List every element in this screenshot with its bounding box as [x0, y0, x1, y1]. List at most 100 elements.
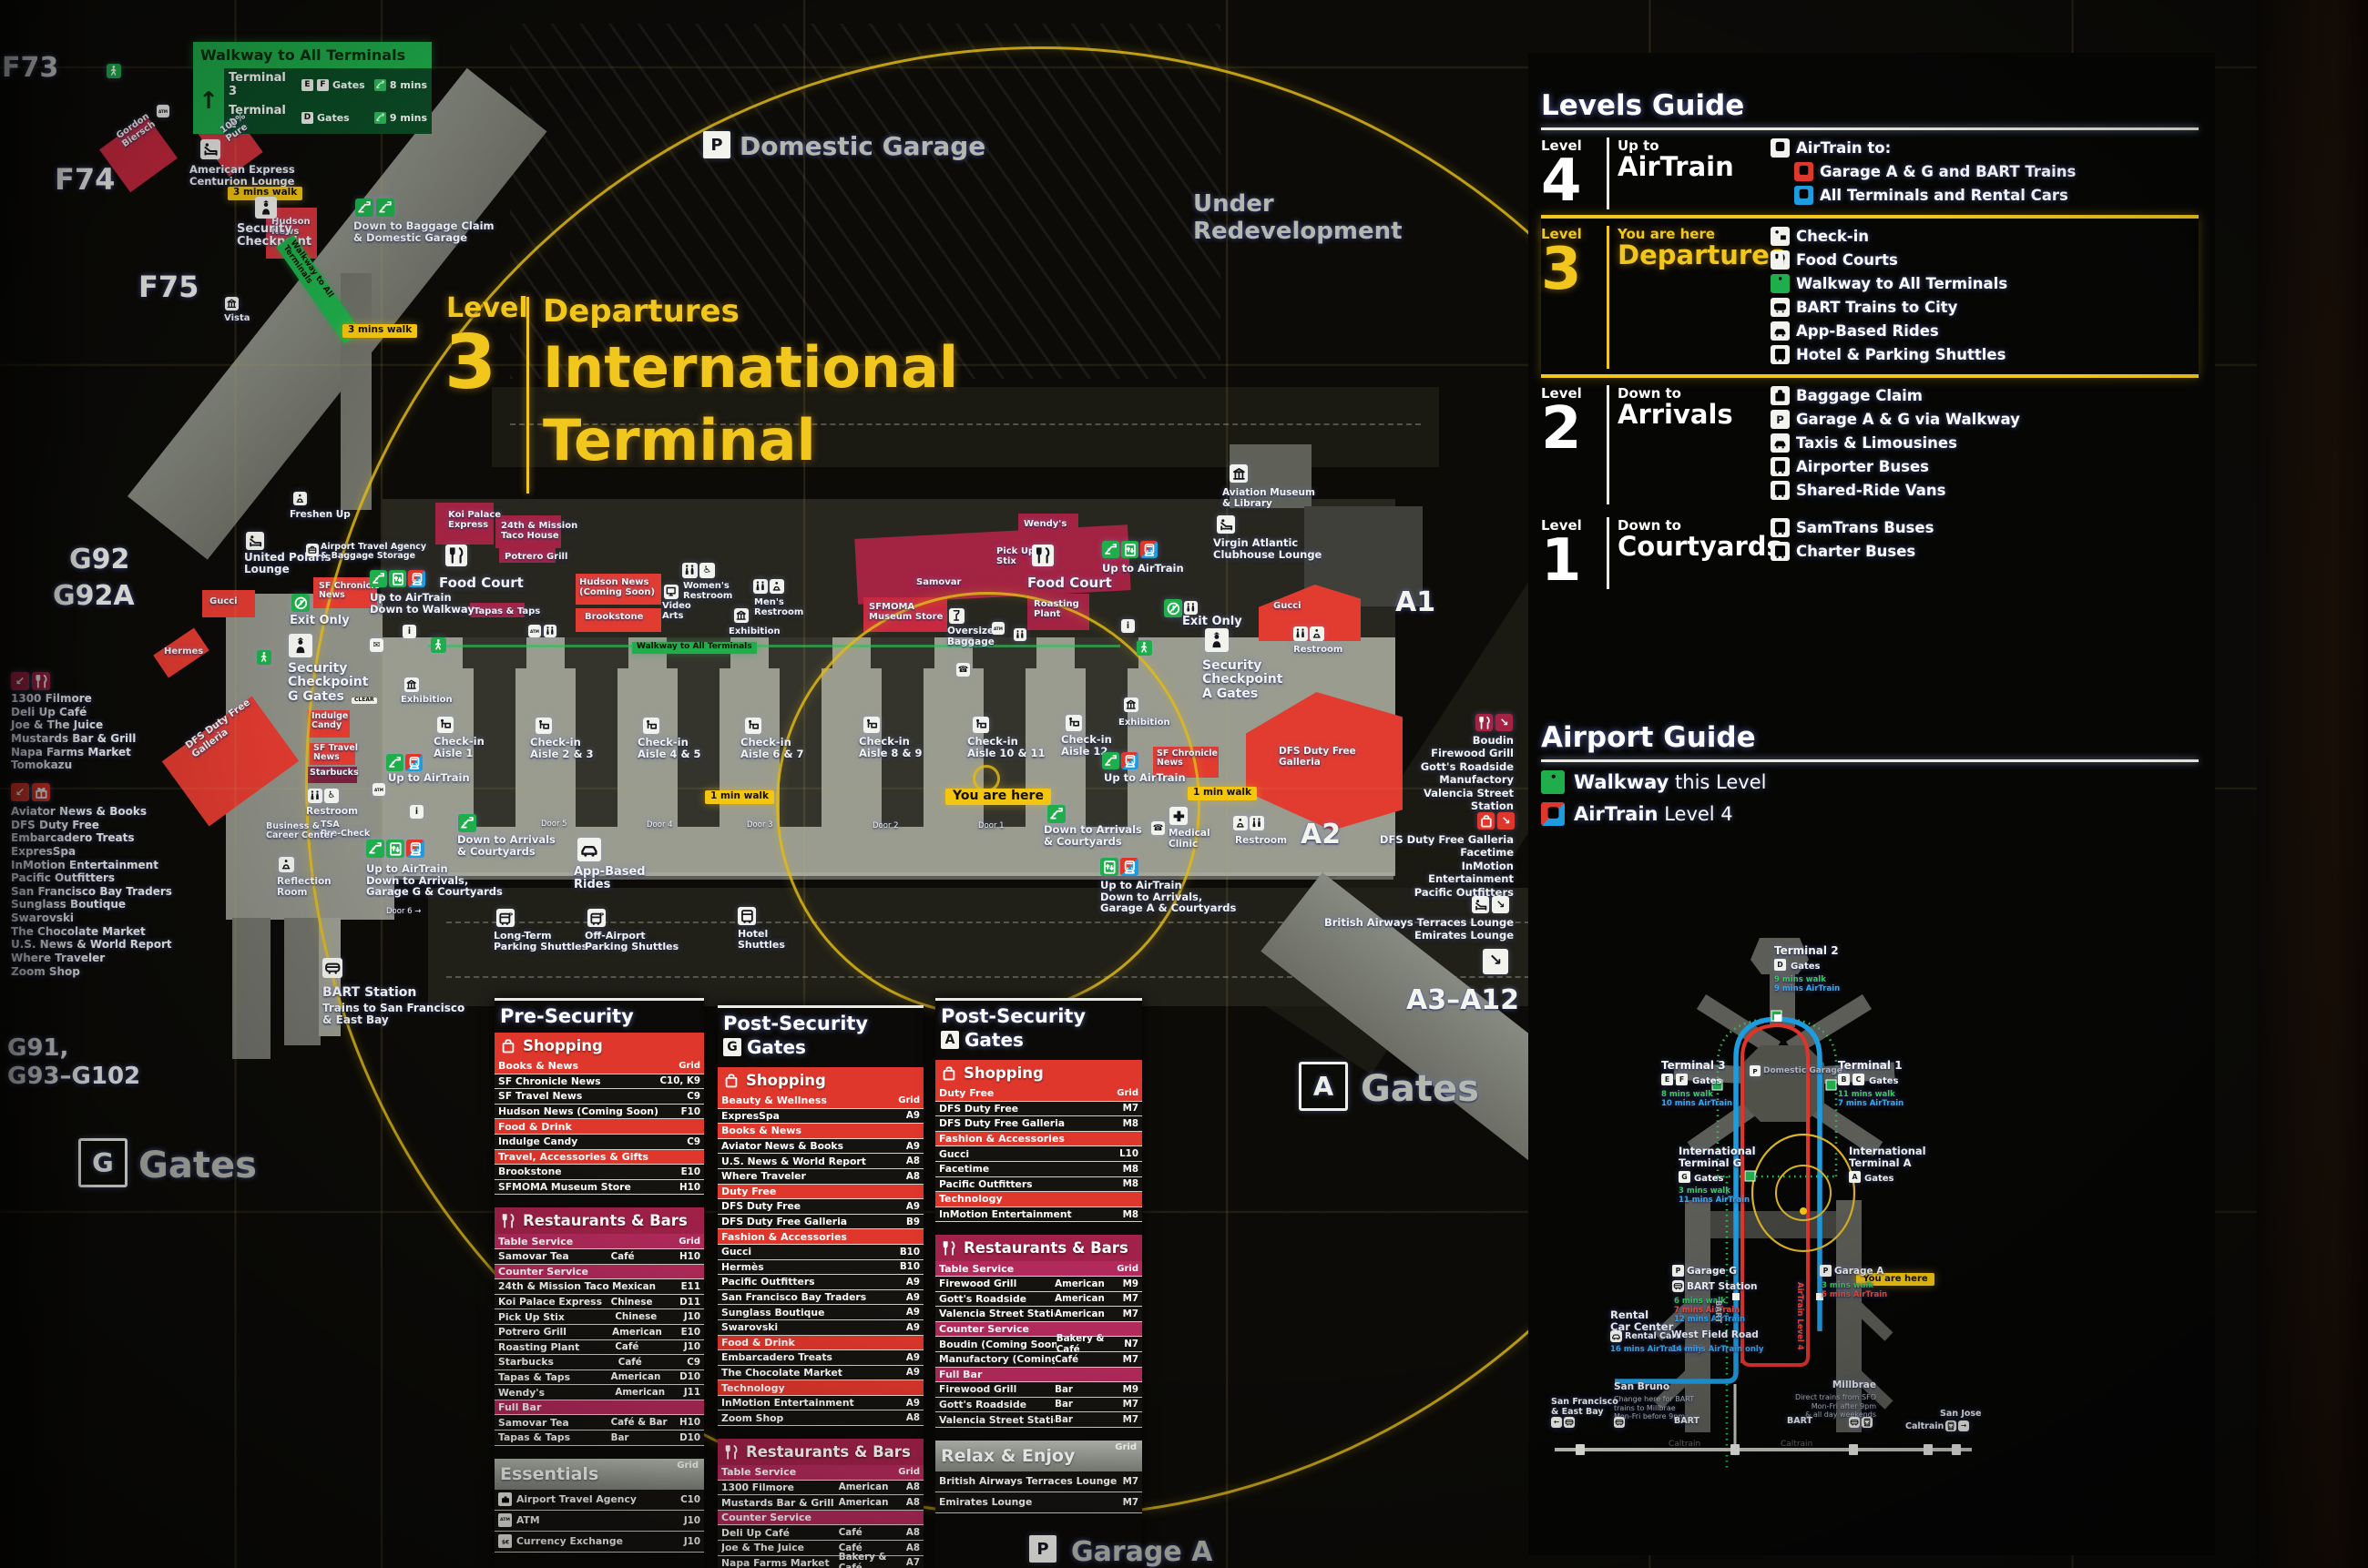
museum-icon: [404, 677, 419, 692]
venue-grid: A8: [905, 1156, 920, 1167]
atm-icon: ATM: [498, 1513, 512, 1528]
venue-name: 24th & Mission Taco House: [498, 1280, 612, 1293]
level-item-label: SamTrans Buses: [1796, 519, 1934, 536]
map-label: Starbucks: [310, 768, 359, 778]
agency-icon: [306, 544, 319, 556]
level-item-label: Garage A & G via Walkway: [1796, 411, 2020, 428]
level-items: AirTrain to:Garage A & G and BART Trains…: [1771, 137, 2199, 209]
section-banner-restaurants: Restaurants & Bars: [935, 1235, 1142, 1262]
gate-f73: F73: [2, 52, 59, 84]
a-gates-word: Gates: [1361, 1068, 1479, 1110]
grid-col-head: Grid: [1117, 1088, 1138, 1099]
venue-grid: C10, K9: [659, 1075, 700, 1087]
map-label: Door 1: [978, 821, 1005, 830]
glyph: i: [414, 806, 419, 817]
bart-icon: [1564, 1417, 1575, 1428]
venue-type: Café: [618, 1356, 642, 1368]
venue-grid: H10: [679, 1181, 700, 1193]
glyph-icon: ↙: [11, 672, 29, 690]
app-based-rides: App-Based Rides: [574, 865, 646, 892]
venue-name: Starbucks: [498, 1356, 554, 1369]
venue-type: Chinese: [610, 1296, 653, 1308]
badge-G-icon: G: [1679, 1171, 1690, 1183]
tag-1-min-walk: 1 min walk: [1188, 787, 1257, 800]
venue-name: Hermès: [721, 1260, 764, 1273]
officer-icon: [1205, 628, 1229, 652]
lounge-icon: [246, 532, 264, 550]
venue-name: Roasting Plant: [498, 1340, 580, 1353]
badge-E-icon: E: [1661, 1074, 1673, 1085]
level-item-label: Check-in: [1796, 228, 1870, 245]
section-banner-shopping: Shopping: [495, 1033, 704, 1059]
venue-grid: E11: [680, 1280, 700, 1292]
map-label: Airport Travel Agency & Baggage Storage: [321, 542, 427, 562]
map-label: Samovar: [916, 577, 962, 587]
section-banner-restaurants: Restaurants & Bars: [495, 1207, 704, 1235]
venue-type: American: [838, 1497, 889, 1509]
map-label: BART Station: [1687, 1281, 1758, 1292]
venue-name: Pacific Outfitters: [721, 1276, 815, 1288]
glyph-icon: ☎: [1151, 821, 1165, 835]
venue-name: Gucci: [939, 1147, 970, 1160]
map-label: 12 mins AirTrain: [1674, 1315, 1746, 1324]
map-label: 11 mins walk: [1838, 1090, 1895, 1099]
venue-type: American: [612, 1326, 662, 1338]
glyph: ♿: [327, 790, 336, 801]
section-gap: [935, 1428, 1142, 1437]
glyph-icon: ↘: [1492, 896, 1509, 913]
glyph: ←: [1553, 1418, 1560, 1427]
directory-row: Hudson News (Coming Soon)F10: [495, 1104, 704, 1120]
level-item-label: App-Based Rides: [1796, 322, 1939, 340]
map-label: Trains to San Francisco & East Bay: [322, 1002, 465, 1027]
train-icon: [1771, 138, 1790, 158]
down-arrivals-right: Down to Arrivals & Courtyards: [1044, 823, 1142, 848]
map-label: Exhibition: [1118, 718, 1170, 728]
venue-grid: M8: [1122, 1178, 1138, 1190]
map-label: 7 mins AirTrain: [1838, 1099, 1904, 1108]
map-label: Medical Clinic: [1169, 828, 1210, 850]
glyph: →: [1960, 1421, 1967, 1431]
esc-icon: [376, 199, 394, 217]
checkin-icon: [973, 717, 989, 733]
venue-type: Bakery & Café: [838, 1552, 887, 1568]
tag-1-min-walk: 1 min walk: [705, 790, 774, 804]
badge-C-icon: C: [1853, 1074, 1864, 1085]
minimap: [1555, 938, 1972, 1468]
venue-name: Hudson News (Coming Soon): [498, 1105, 658, 1118]
map-label: Check-in Aisle 1: [434, 735, 485, 759]
level-item: Airporter Buses: [1771, 457, 2199, 476]
level-item: All Terminals and Rental Cars: [1794, 186, 2199, 205]
venue-grid: M8: [1122, 1163, 1138, 1175]
map-label: Oversize Baggage: [947, 626, 995, 647]
checkin-icon: [643, 718, 659, 734]
level-item-label: All Terminals and Rental Cars: [1820, 187, 2068, 204]
esc-icon: [1102, 541, 1119, 558]
fork-knife-icon: [941, 1240, 957, 1257]
subsection-label: Counter Service: [721, 1512, 811, 1524]
airport-guide-label: Walkway this Level: [1574, 771, 1766, 793]
level-number: 1: [1541, 527, 1582, 595]
venue-grid: M7: [1122, 1496, 1138, 1508]
svg-text:$€: $€: [501, 1539, 508, 1545]
venue-name: Pacific Outfitters: [939, 1177, 1033, 1190]
title-terminal: Terminal: [543, 407, 816, 473]
venue-name: Samovar Tea: [498, 1250, 569, 1263]
up-airtrain-right: Up to AirTrain: [1104, 771, 1186, 784]
badge-P-icon: P: [1672, 1265, 1684, 1277]
subsection-label: Fashion & Accessories: [721, 1230, 847, 1243]
venue-grid: A9: [905, 1367, 920, 1379]
toilets-icon: [1184, 601, 1198, 615]
venue-name: Currency Exchange: [516, 1535, 623, 1548]
currency-icon: $€: [498, 1534, 512, 1549]
